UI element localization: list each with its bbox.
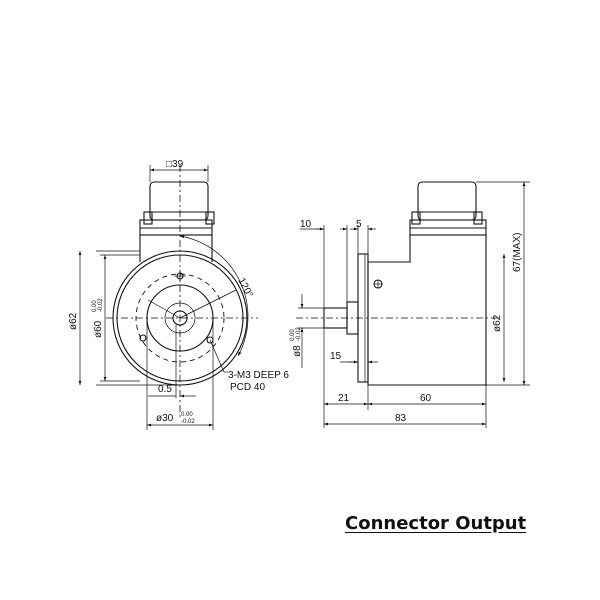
- pilot-tol-lower: -0.02: [181, 419, 195, 425]
- height-max-label: 67(MAX): [512, 233, 523, 272]
- pilot-diameter-label: ø30: [156, 413, 174, 424]
- side-view: 10 5 67(MAX) ø62 ø8 0.00 -0.02 15 21: [290, 181, 530, 428]
- flange-tol-lower: -0.02: [98, 298, 104, 312]
- pcd-note: PCD 40: [230, 382, 265, 393]
- dim-83-label: 83: [395, 413, 407, 424]
- caption-title: Connector Output: [345, 513, 527, 534]
- dim-5-label: 5: [356, 219, 362, 230]
- hole-note: 3-M3 DEEP 6: [228, 370, 289, 381]
- dim-10-label: 10: [300, 219, 312, 230]
- shaft-tol-upper: 0.00: [290, 329, 296, 341]
- housing-diameter-label: ø62: [68, 312, 79, 330]
- connector-width-label: □39: [166, 159, 184, 170]
- front-connector: [139, 181, 215, 262]
- side-connector: [409, 181, 487, 236]
- side-body: [367, 234, 487, 386]
- dim-60-label: 60: [420, 393, 432, 404]
- mounting-holes: [139, 270, 214, 344]
- shaft-diameter-label: ø8: [292, 345, 303, 357]
- pilot-tol-upper: 0.00: [181, 412, 193, 418]
- dim-15-label: 15: [330, 351, 342, 362]
- offset-label: 0.5: [158, 384, 172, 395]
- front-view: 120° □39 ø62 ø60 0.00 -0.02 3-M3 DEEP 6 …: [68, 159, 289, 430]
- dim-21-label: 21: [338, 393, 350, 404]
- flange-diameter-label: ø60: [93, 320, 104, 338]
- angle-label: 120°: [235, 276, 254, 299]
- body-diameter-label: ø62: [492, 314, 503, 332]
- screw-icon: [373, 279, 383, 289]
- shaft-tol-lower: -0.02: [296, 327, 302, 341]
- flange-tol-upper: 0.00: [92, 300, 98, 312]
